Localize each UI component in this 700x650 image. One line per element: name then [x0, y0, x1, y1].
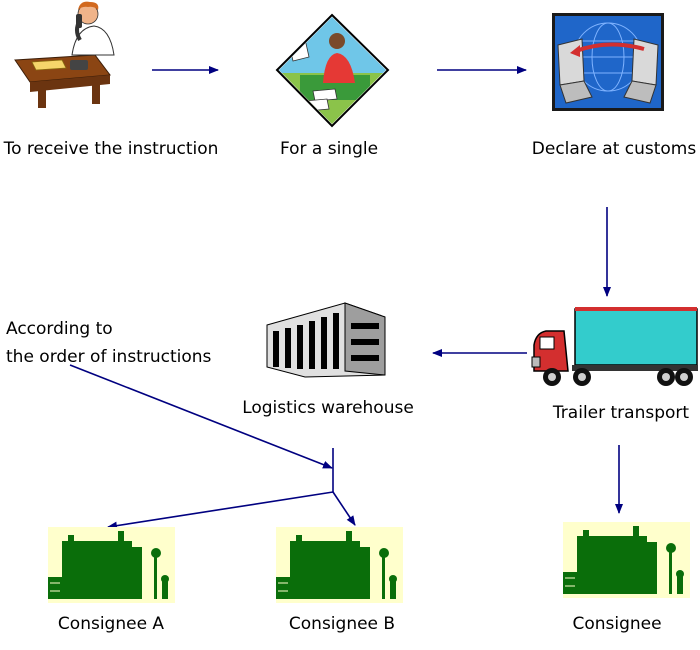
warehouse-node [265, 295, 387, 380]
consignee-b-node [276, 527, 403, 603]
label-for-a-single: For a single [279, 139, 379, 159]
instructions-note-line1: According to [6, 319, 113, 339]
arrow-junction-to-consignee-a [107, 491, 334, 530]
label-declare-customs: Declare at customs [531, 139, 697, 159]
label-receive-instruction: To receive the instruction [3, 139, 219, 159]
instructions-note-line2: the order of instructions [6, 347, 212, 367]
arrow-junction-to-consignee-b [332, 491, 356, 526]
truck-icon [531, 307, 698, 386]
declare-customs-node [552, 13, 664, 111]
instructions-note: According to the order of instructions [6, 315, 211, 371]
label-consignee: Consignee [572, 614, 662, 634]
for-a-single-node [275, 13, 390, 128]
factory-icon [48, 527, 175, 603]
clerk-with-documents-icon [275, 13, 390, 128]
label-trailer-transport: Trailer transport [552, 403, 690, 423]
label-consignee-a: Consignee A [57, 614, 165, 634]
factory-icon [563, 522, 690, 598]
factory-icon [276, 527, 403, 603]
label-consignee-b: Consignee B [288, 614, 396, 634]
person-on-phone-icon [14, 1, 115, 108]
computer-globe-icon [552, 13, 664, 111]
warehouse-building-icon [266, 302, 386, 378]
label-logistics-warehouse: Logistics warehouse [242, 398, 414, 418]
consignee-node [563, 522, 690, 598]
trailer-transport-node [530, 305, 700, 390]
consignee-a-node [48, 527, 175, 603]
arrow-instructions-to-junction [69, 364, 333, 469]
receive-instruction-node [10, 0, 120, 110]
